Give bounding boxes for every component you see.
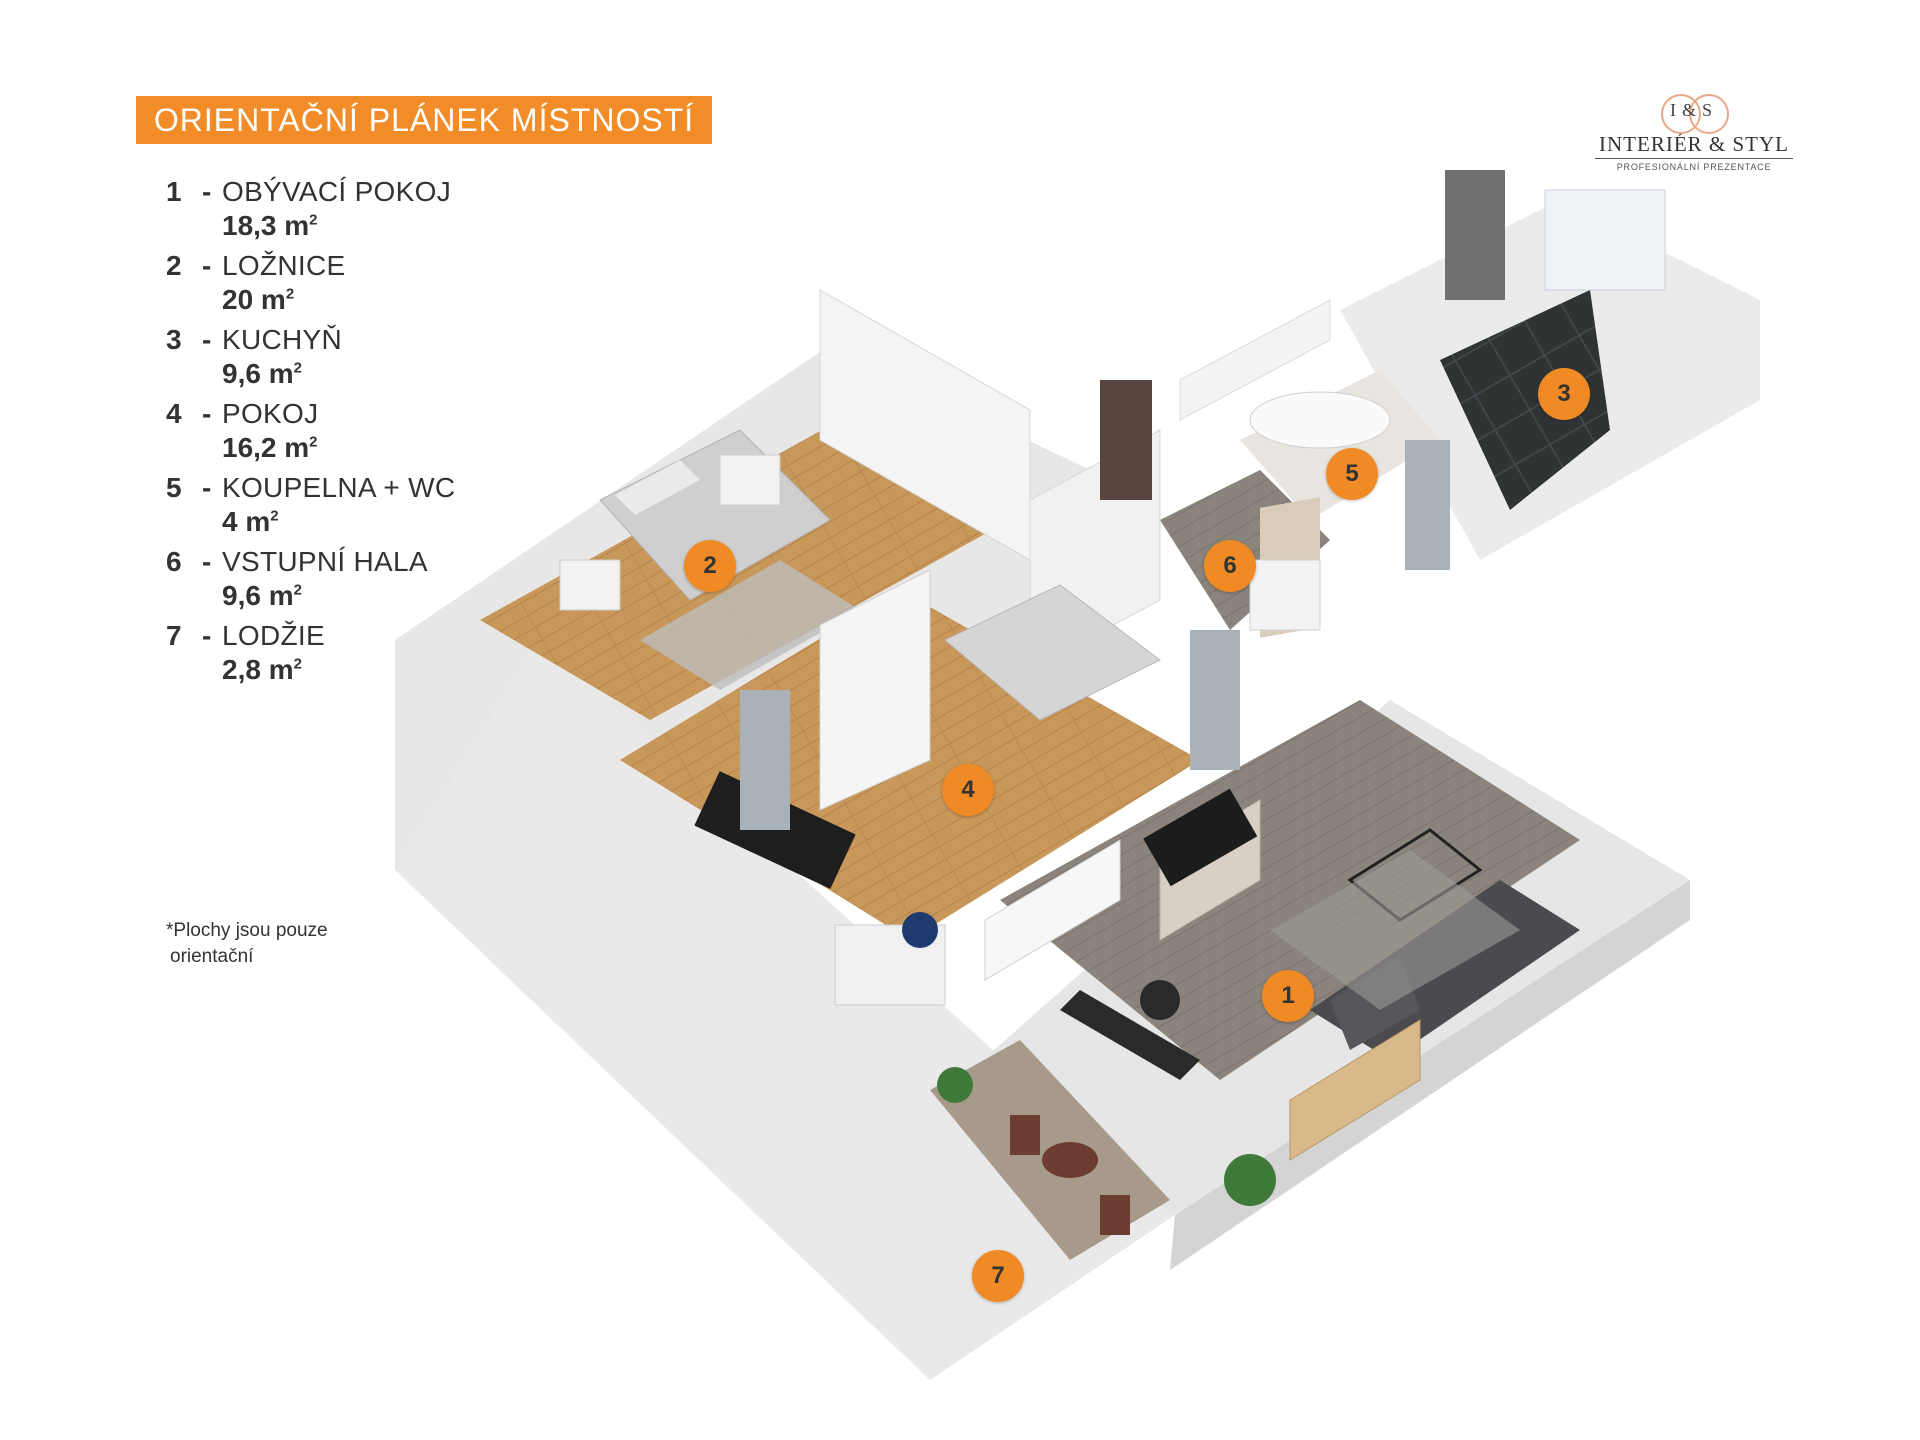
footnote-line-2: orientační	[170, 946, 254, 967]
legend-dash: -	[202, 176, 212, 207]
wardrobe	[819, 289, 1031, 561]
bistro-table	[1042, 1142, 1098, 1178]
floor-bedroom	[480, 420, 1010, 720]
plant	[1224, 1154, 1276, 1206]
entrance-door	[1190, 630, 1240, 770]
legend-item-6: 6 - VSTUPNÍ HALA 9,6 m2	[166, 546, 455, 612]
room-badge-6: 6	[1204, 540, 1256, 592]
legend-room-name: KUCHYŇ	[222, 324, 343, 355]
wardrobe	[819, 569, 931, 811]
legend-dash: -	[202, 324, 212, 355]
legend-room-name: LODŽIE	[222, 620, 325, 651]
logo-monogram: I&S	[1669, 100, 1718, 120]
legend-dash: -	[202, 620, 212, 651]
plan-title: ORIENTAČNÍ PLÁNEK MÍSTNOSTÍ	[136, 96, 712, 144]
legend-item-2: 2 - LOŽNICE 20 m2	[166, 250, 455, 316]
single-bed	[944, 584, 1161, 721]
bathtub	[1249, 391, 1391, 449]
legend-number: 5	[166, 472, 182, 503]
fridge	[1445, 170, 1505, 300]
company-logo: I&S INTERIÉR & STYL PROFESIONÁLNÍ PREZEN…	[1594, 92, 1794, 176]
chair	[902, 912, 938, 948]
room-badge-2: 2	[684, 540, 736, 592]
legend-number: 7	[166, 620, 182, 651]
bathroom-door	[1405, 440, 1450, 570]
room-badge-3: 3	[1538, 368, 1590, 420]
wall-base-right	[1170, 880, 1690, 1270]
legend-item-1: 1 - OBÝVACÍ POKOJ 18,3 m2	[166, 176, 455, 242]
office-chair	[1140, 980, 1180, 1020]
legend-number: 6	[166, 546, 182, 577]
legend-number: 2	[166, 250, 182, 281]
legend-dash: -	[202, 472, 212, 503]
door	[1100, 380, 1152, 500]
legend-item-3: 3 - KUCHYŇ 9,6 m2	[166, 324, 455, 390]
bistro-chair	[1010, 1115, 1040, 1155]
room-legend: 1 - OBÝVACÍ POKOJ 18,3 m2 2 - LOŽNICE 20…	[166, 176, 455, 694]
loggia-plant	[937, 1067, 973, 1103]
room-door	[740, 690, 790, 830]
legend-dash: -	[202, 250, 212, 281]
logo-tagline: PROFESIONÁLNÍ PREZENTACE	[1616, 162, 1772, 172]
room-badge-1: 1	[1262, 970, 1314, 1022]
tv	[1143, 788, 1258, 887]
legend-room-name: VSTUPNÍ HALA	[222, 546, 428, 577]
bed-pillows	[615, 460, 700, 515]
logo-name: INTERIÉR & STYL	[1595, 132, 1793, 159]
legend-room-area: 16,2 m2	[222, 432, 318, 463]
area-footnote: *Plochy jsou pouze orientační	[166, 918, 386, 970]
rug	[640, 560, 860, 690]
room-badge-5: 5	[1326, 448, 1378, 500]
logo-rings-icon: I&S	[1649, 92, 1739, 134]
floor-kitchen	[1440, 290, 1610, 510]
bistro-chair	[1100, 1195, 1130, 1235]
legend-room-area: 18,3 m2	[222, 210, 318, 241]
legend-room-name: OBÝVACÍ POKOJ	[222, 176, 451, 207]
legend-room-area: 9,6 m2	[222, 580, 302, 611]
nightstand	[559, 559, 621, 611]
legend-room-area: 9,6 m2	[222, 358, 302, 389]
nightstand	[719, 454, 781, 506]
legend-room-area: 20 m2	[222, 284, 295, 315]
dresser	[1249, 559, 1321, 631]
legend-item-5: 5 - KOUPELNA + WC 4 m2	[166, 472, 455, 538]
office-desk	[1060, 990, 1200, 1080]
footnote-line-1: *Plochy jsou pouze	[166, 920, 328, 941]
legend-item-4: 4 - POKOJ 16,2 m2	[166, 398, 455, 464]
legend-room-area: 4 m2	[222, 506, 279, 537]
room-badge-4: 4	[942, 764, 994, 816]
interior-wall	[1179, 299, 1331, 421]
legend-room-area: 2,8 m2	[222, 654, 302, 685]
floor-living-room	[1000, 700, 1580, 1080]
legend-number: 3	[166, 324, 182, 355]
legend-room-name: LOŽNICE	[222, 250, 346, 281]
room-badge-7: 7	[972, 1250, 1024, 1302]
window	[1544, 189, 1666, 291]
shelving-unit	[984, 839, 1121, 981]
wall-base-bottom	[395, 640, 1175, 1380]
legend-item-7: 7 - LODŽIE 2,8 m2	[166, 620, 455, 686]
legend-dash: -	[202, 546, 212, 577]
legend-dash: -	[202, 398, 212, 429]
legend-number: 4	[166, 398, 182, 429]
legend-room-name: POKOJ	[222, 398, 319, 429]
legend-number: 1	[166, 176, 182, 207]
bookshelf	[1289, 1019, 1421, 1161]
living-rug	[1270, 850, 1520, 1010]
legend-room-name: KOUPELNA + WC	[222, 472, 456, 503]
